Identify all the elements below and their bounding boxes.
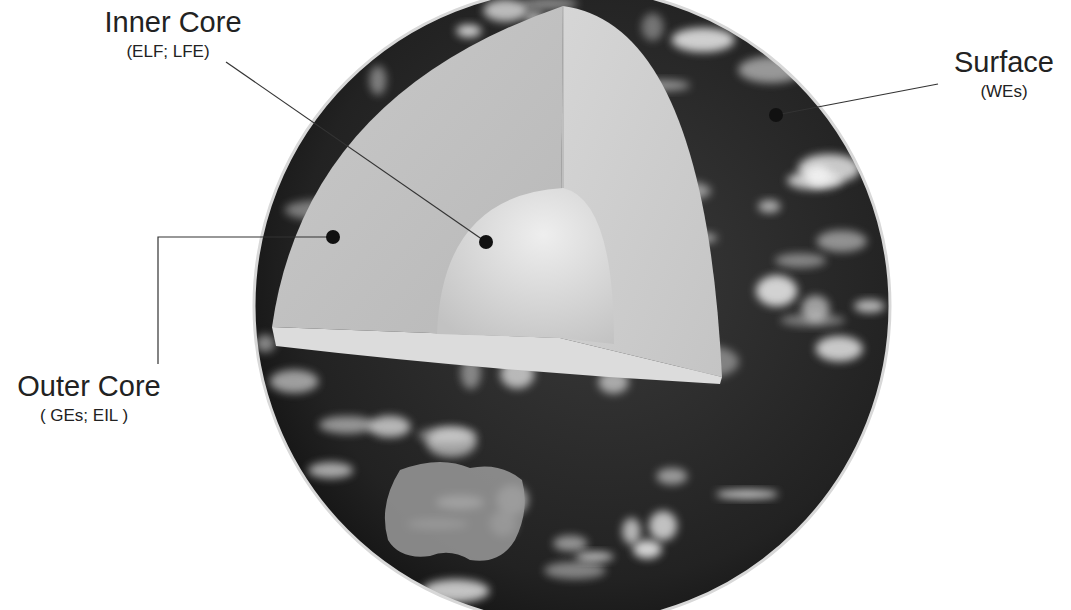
cut-edge	[563, 6, 564, 188]
cloud	[642, 13, 664, 41]
cloud	[308, 462, 353, 478]
earth-sphere	[254, 0, 890, 610]
cloud	[816, 336, 863, 361]
cloud	[319, 416, 375, 434]
cloud	[716, 490, 778, 499]
marker-dot	[326, 230, 340, 244]
inner-core-shape	[437, 188, 614, 344]
cloud-layer	[255, 0, 885, 602]
cloud	[854, 300, 885, 313]
leader-line	[776, 84, 938, 115]
cloud	[657, 468, 688, 485]
cloud	[817, 230, 867, 252]
cloud	[483, 0, 527, 21]
part-note: (WEs)	[980, 82, 1027, 102]
leader-line	[158, 237, 333, 364]
cloud	[758, 200, 780, 213]
part-note: (ELF; LFE)	[126, 42, 209, 62]
cloud	[780, 314, 845, 327]
cloud	[756, 275, 797, 306]
part-name: Outer Core	[17, 370, 160, 403]
cloud	[270, 370, 319, 393]
cloud	[544, 562, 606, 580]
part-name: Inner Core	[104, 6, 241, 39]
cloud	[775, 253, 826, 267]
atmosphere-rim	[254, 0, 890, 610]
part-note: ( GEs; EIL )	[40, 406, 128, 426]
cloud	[426, 427, 477, 457]
cloud	[369, 66, 386, 96]
cloud	[575, 552, 613, 562]
leader-line	[226, 62, 486, 242]
marker-dot	[479, 235, 493, 249]
cloud	[456, 24, 481, 37]
cloud	[649, 511, 677, 541]
cloud	[622, 518, 641, 544]
marker-dot	[769, 108, 783, 122]
part-name: Surface	[954, 46, 1054, 79]
cloud	[787, 171, 843, 189]
cloud	[671, 28, 734, 52]
cloud	[633, 540, 662, 559]
cloud	[369, 416, 411, 438]
australia-landmass	[385, 462, 525, 561]
cloud	[553, 536, 587, 552]
